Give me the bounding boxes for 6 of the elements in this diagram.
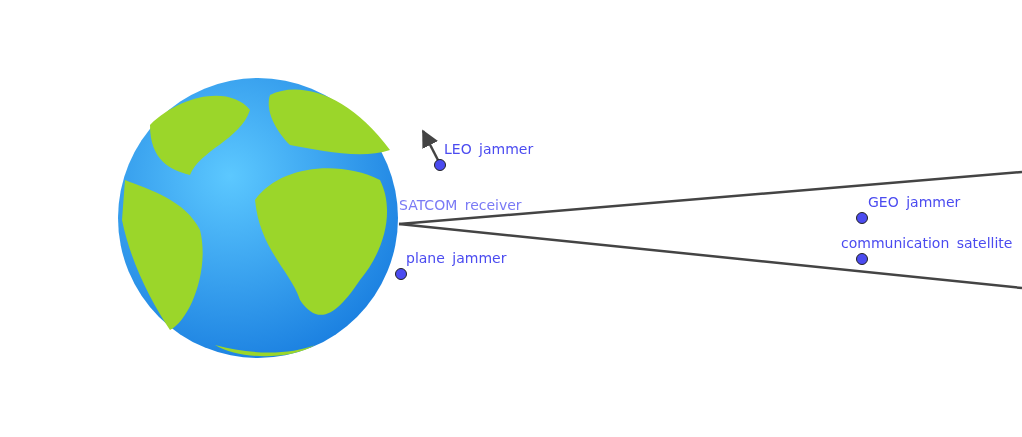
point-label: plane jammer bbox=[406, 250, 507, 266]
beam-line bbox=[398, 222, 1022, 290]
point-label: SATCOM receiver bbox=[399, 197, 522, 213]
point-label: GEO jammer bbox=[868, 194, 961, 210]
point-label: LEO jammer bbox=[444, 141, 534, 157]
point-label: communication satellite bbox=[841, 235, 1013, 251]
